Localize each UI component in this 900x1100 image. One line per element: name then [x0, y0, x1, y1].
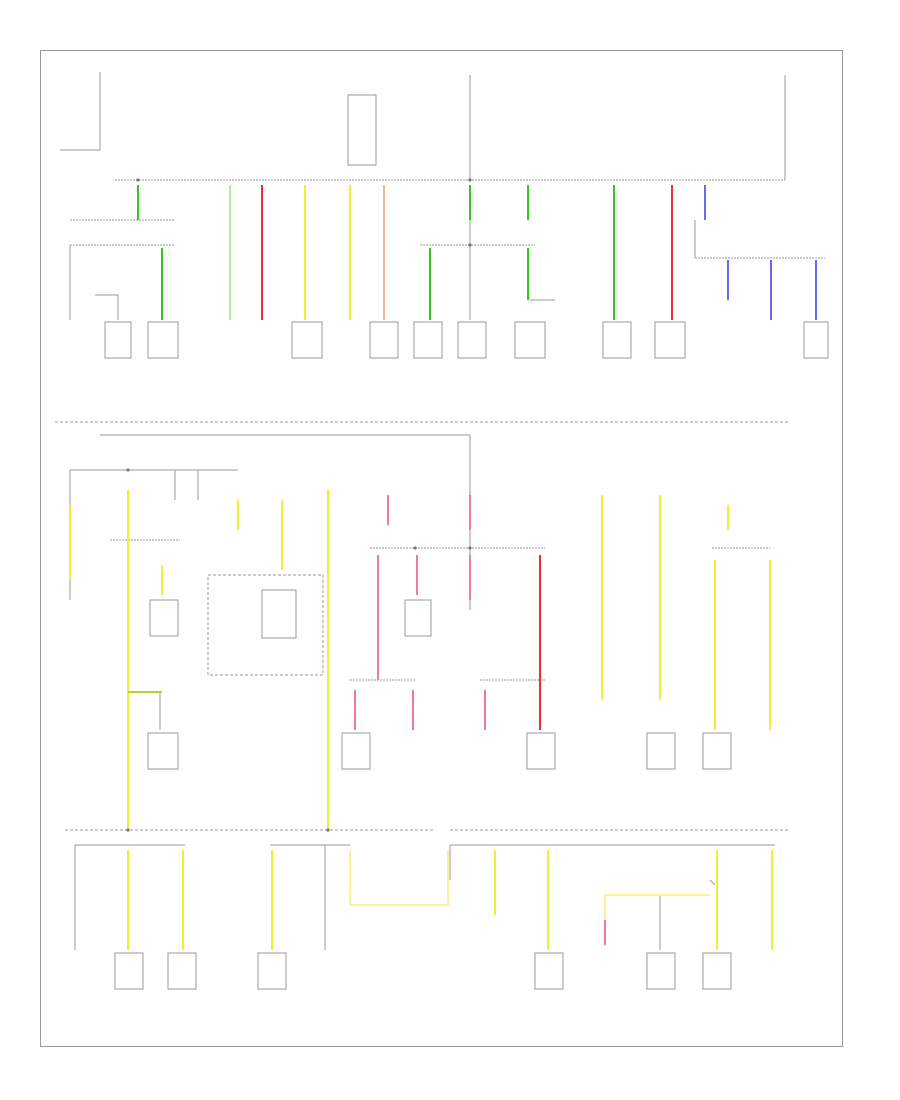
splice-dot: [326, 828, 330, 832]
component-box: [702, 732, 732, 770]
wire-yellow-loop: [349, 850, 449, 906]
top-relay-box: [347, 94, 377, 166]
component-box: [104, 321, 132, 359]
component-box: [341, 732, 371, 770]
splice-dot: [126, 828, 130, 832]
component-box: [526, 732, 556, 770]
component-box: [602, 321, 632, 359]
component-box: [646, 732, 676, 770]
component-box: [369, 321, 399, 359]
wire-v: [709, 879, 716, 886]
wire-h: [138, 691, 161, 730]
component-box: [257, 952, 287, 990]
component-box: [534, 952, 564, 990]
component-box: [514, 321, 546, 359]
component-box: [413, 321, 443, 359]
top-left-feed: [60, 72, 101, 151]
component-box: [147, 732, 179, 770]
mid-group-box: [207, 574, 324, 676]
wire-yellow-cross: [604, 894, 710, 920]
splice-dot: [468, 178, 472, 182]
diagram-frame: [40, 50, 843, 1047]
splice-dot: [136, 178, 140, 182]
component-box: [114, 952, 144, 990]
wire-v: [95, 294, 119, 320]
splice-dot: [413, 546, 417, 550]
component-box: [803, 321, 829, 359]
component-box: [654, 321, 686, 359]
component-box: [261, 589, 297, 639]
splice-dot: [468, 243, 472, 247]
component-box: [457, 321, 487, 359]
splice-dot: [126, 468, 130, 472]
splice-dot: [468, 546, 472, 550]
component-box: [149, 599, 179, 637]
component-box: [646, 952, 676, 990]
component-box: [167, 952, 197, 990]
component-box: [702, 952, 732, 990]
component-box: [147, 321, 179, 359]
component-box: [404, 599, 432, 637]
component-box: [291, 321, 323, 359]
